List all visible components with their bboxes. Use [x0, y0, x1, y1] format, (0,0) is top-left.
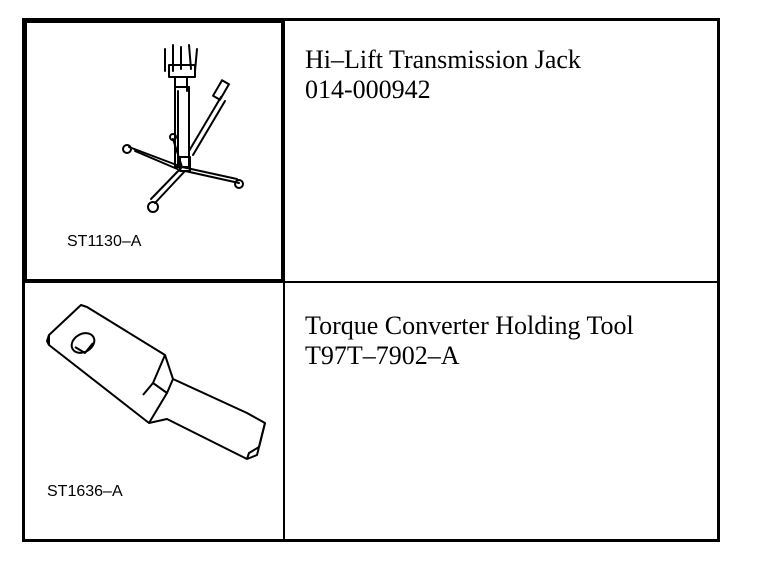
column-divider [283, 21, 285, 539]
image-code-label: ST1130–A [67, 233, 142, 250]
holding-tool-icon [46, 304, 266, 460]
row-divider [25, 281, 717, 283]
tool-image-cell-2: ST1636–A [25, 283, 283, 539]
part-number: T97T–7902–A [305, 341, 460, 370]
part-number: 014-000942 [305, 75, 431, 104]
tool-description-cell-2: Torque Converter Holding Tool T97T–7902–… [305, 311, 634, 371]
image-frame [25, 21, 283, 281]
tool-name: Hi–Lift Transmission Jack [305, 45, 581, 74]
tool-table: ST1130–A Hi–Lift Transmission Jack 014-0… [22, 18, 720, 542]
transmission-jack-icon [122, 44, 244, 213]
tool-image-cell-1: ST1130–A [25, 21, 283, 281]
tool-name: Torque Converter Holding Tool [305, 311, 634, 340]
tool-description-cell-1: Hi–Lift Transmission Jack 014-000942 [305, 45, 581, 105]
image-code-label: ST1636–A [47, 483, 123, 500]
